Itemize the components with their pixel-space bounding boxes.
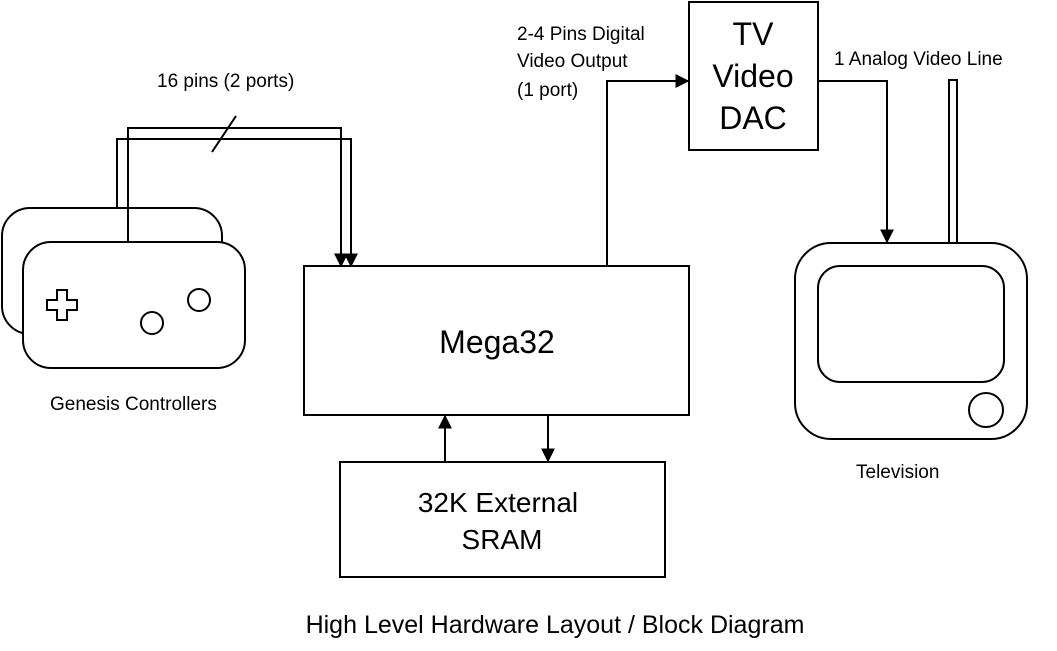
bus-width-label: 16 pins (2 ports) — [157, 71, 294, 92]
controller-bus — [116, 115, 358, 268]
television-label: Television — [856, 462, 939, 483]
controller-front — [22, 241, 246, 369]
television — [794, 79, 1028, 440]
genesis-controllers — [1, 207, 246, 369]
dpad-icon — [46, 289, 78, 321]
sram-label-line1: 32K External — [418, 487, 578, 518]
digital-output-label-line3: (1 port) — [517, 80, 578, 101]
mega32-box — [303, 265, 690, 416]
dac-box — [688, 1, 819, 151]
digital-video-output-arrow — [606, 74, 690, 266]
tv-screen — [817, 265, 1005, 383]
sram-box — [339, 461, 666, 578]
analog-video-arrow — [818, 80, 894, 244]
sram-label-line2: SRAM — [462, 524, 543, 555]
button-b-icon — [187, 288, 211, 312]
digital-output-label-line2: Video Output — [517, 51, 628, 72]
digital-output-label-line1: 2-4 Pins Digital — [517, 24, 645, 45]
button-a-icon — [140, 311, 164, 335]
dac-label-line1: TV — [733, 16, 775, 52]
analog-line-label: 1 Analog Video Line — [834, 49, 1003, 70]
dac-label-line2: Video — [712, 58, 793, 94]
controllers-label: Genesis Controllers — [50, 394, 217, 415]
tv-knob-icon — [968, 392, 1004, 428]
mega32-label: Mega32 — [439, 324, 555, 360]
dac-label-line3: DAC — [719, 100, 787, 136]
diagram-caption: High Level Hardware Layout / Block Diagr… — [306, 611, 805, 639]
bus-slash — [211, 115, 237, 153]
antenna-icon — [948, 79, 958, 244]
